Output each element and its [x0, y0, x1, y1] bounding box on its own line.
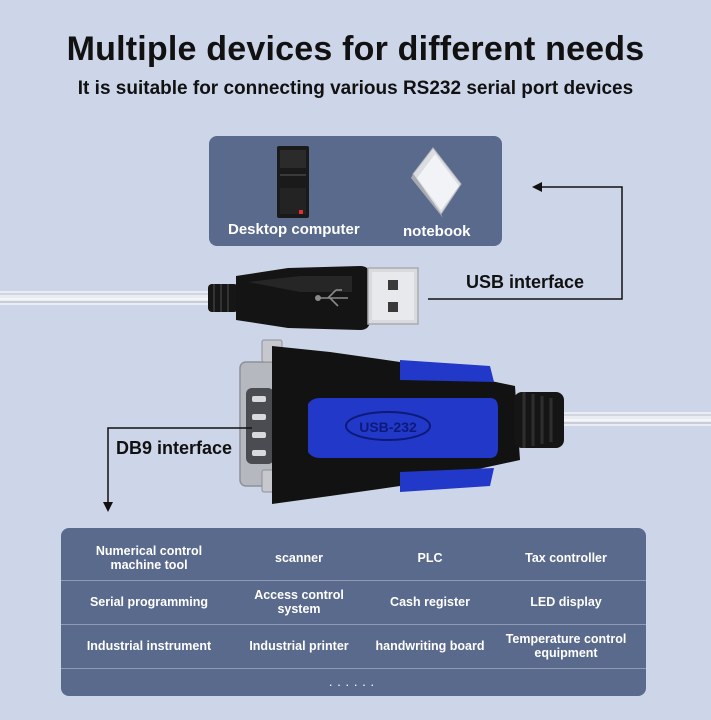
adapter-logo: USB-232	[359, 419, 417, 435]
grid-cell: Access control system	[254, 588, 344, 616]
grid-cell: Tax controller	[525, 551, 607, 565]
usb-cable	[0, 291, 212, 305]
grid-row: Serial programming Access control system…	[61, 580, 646, 625]
adapter-illustration: USB-232	[0, 182, 711, 512]
grid-cell: Numerical control machine tool	[95, 544, 203, 572]
grid-cell: Temperature control equipment	[505, 632, 627, 660]
grid-cell: Cash register	[390, 595, 470, 609]
db9-callout-arrow	[107, 427, 252, 504]
db9-arrowhead	[103, 502, 113, 512]
usb-plug	[208, 266, 419, 330]
db9-adapter: USB-232	[239, 339, 564, 504]
usb-interface-label: USB interface	[466, 272, 585, 292]
notebook-label: notebook	[403, 223, 471, 240]
page-title: Multiple devices for different needs	[66, 30, 645, 68]
desktop-computer-icon	[277, 146, 309, 218]
grid-cell: scanner	[275, 551, 323, 565]
usb-callout-arrow	[428, 186, 623, 300]
grid-cell: handwriting board	[375, 639, 485, 653]
usb-arrowhead	[532, 182, 542, 192]
grid-cell: Industrial printer	[249, 639, 349, 653]
more-ellipsis: ······	[328, 676, 379, 692]
grid-row: Numerical control machine tool scanner P…	[61, 536, 646, 581]
serial-cable	[560, 412, 711, 426]
grid-cell: Serial programming	[89, 595, 209, 609]
applications-grid: Numerical control machine tool scanner P…	[61, 528, 646, 696]
grid-cell: PLC	[417, 551, 443, 565]
grid-row: Industrial instrument Industrial printer…	[61, 624, 646, 669]
page-subtitle: It is suitable for connecting various RS…	[77, 78, 634, 99]
notebook-icon	[411, 147, 462, 218]
device-panel: Desktop computer notebook	[209, 136, 502, 246]
grid-cell: LED display	[530, 595, 602, 609]
db9-interface-label: DB9 interface	[116, 438, 233, 458]
desktop-computer-label: Desktop computer	[228, 221, 360, 238]
grid-cell: Industrial instrument	[86, 639, 212, 653]
